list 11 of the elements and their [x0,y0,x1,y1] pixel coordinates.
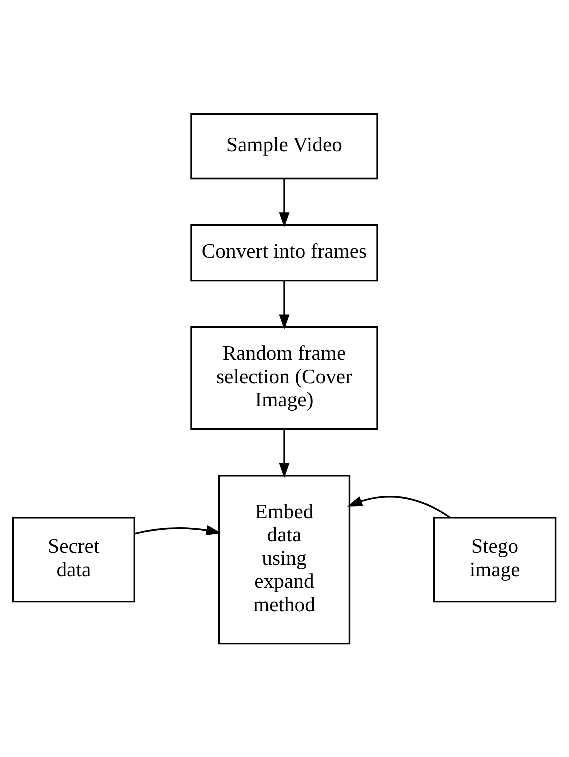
node-box: Embed data using expand method [218,474,351,644]
arrow [134,524,222,536]
arrow [348,496,451,518]
node-box: Stego image [434,516,557,602]
arrow [279,178,290,228]
node-box: Secret data [12,516,136,602]
node-box: Convert into frames [190,224,378,282]
arrow [279,280,290,330]
node-box: Sample Video [190,112,378,180]
arrow [279,428,290,478]
node-box: Random frame selection (Cover Image) [190,326,378,430]
